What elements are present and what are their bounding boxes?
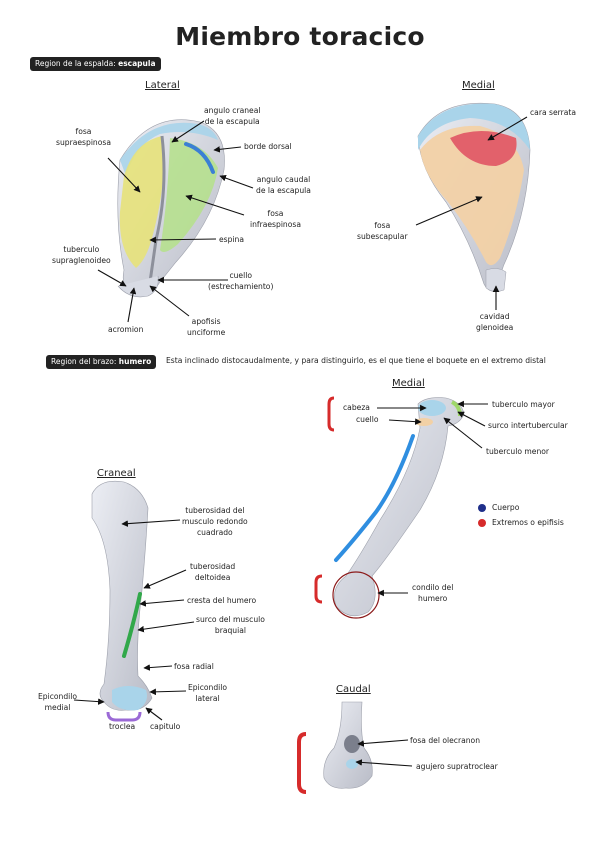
- tag-prefix: Region del brazo:: [51, 357, 117, 366]
- label-troclea: troclea: [109, 722, 136, 731]
- arrow-angulo-caudal: [219, 174, 254, 189]
- arrow-epic-lateral: [149, 688, 187, 696]
- arrow-cuello-hum: [388, 418, 422, 425]
- arrow-agujero: [355, 759, 413, 767]
- arrow-borde-dorsal: [213, 146, 242, 153]
- arrow-tuberculo: [97, 269, 127, 287]
- label-fosa-radial: fosa radial: [174, 662, 214, 671]
- arrow-acromion: [127, 287, 137, 323]
- humerus-craneal-illustration: [91, 480, 153, 722]
- legend-dot-icon: [478, 503, 486, 512]
- arrow-espina: [149, 236, 217, 244]
- arrow-capitulo: [145, 707, 163, 721]
- arrow-tuberosidad-redondo: [121, 519, 181, 527]
- label-acromion: acromion: [108, 325, 144, 334]
- humerus-caudal-illustration: [297, 701, 373, 794]
- arrow-cresta: [139, 599, 185, 607]
- arrow-fosa-sub: [415, 196, 483, 226]
- label-tuberculo-mayor: tuberculo mayor: [492, 400, 555, 409]
- caudal-arrows: [355, 739, 413, 767]
- arrow-epic-medial: [73, 698, 105, 705]
- arrow-fosa-olecranon: [357, 739, 409, 747]
- scapula-medial-illustration: [417, 102, 531, 292]
- label-capitulo: capitulo: [150, 722, 181, 731]
- label-tuberculo-menor: tuberculo menor: [486, 447, 550, 456]
- label-cuello-humero: cuello: [356, 415, 379, 424]
- arrow-fosa-infra: [185, 194, 245, 216]
- section-medial-humerus: Medial: [392, 378, 425, 389]
- section-medial-scapula: Medial: [462, 80, 495, 91]
- medial-humerus-arrows: [377, 400, 488, 597]
- legend-dot-icon: [478, 518, 486, 527]
- label-agujero-supratroclear: agujero supratroclear: [416, 762, 498, 771]
- tag-prefix: Region de la espalda:: [35, 59, 116, 68]
- medial-scapula-arrows: [415, 116, 528, 310]
- label-cara-serrata: cara serrata: [530, 108, 577, 117]
- humerus-note: Esta inclinado distocaudalmente, y para …: [166, 356, 546, 365]
- label-espina: espina: [219, 235, 245, 244]
- label-surco-intertubercular: surco intertubercular: [488, 421, 568, 430]
- tag-bold: escapula: [118, 59, 156, 68]
- arrow-surco-braquial: [137, 621, 195, 633]
- craneal-arrows: [73, 519, 195, 721]
- arrow-apofisis: [149, 285, 190, 317]
- page-title: Miembro toracico: [175, 22, 425, 51]
- arrow-angulo-craneal: [171, 120, 205, 143]
- label-cabeza: cabeza: [343, 403, 370, 412]
- arrow-fosa-supra: [107, 157, 141, 193]
- scapula-region-tag: Region de la espalda: escapula: [30, 57, 161, 71]
- legend-item-cuerpo: Cuerpo: [478, 503, 519, 512]
- label-cresta-humero: cresta del humero: [187, 596, 257, 605]
- lateral-arrows: [97, 120, 254, 323]
- section-caudal: Caudal: [336, 684, 371, 695]
- label-cuello-escapula: cuello(estrechamiento): [208, 271, 274, 291]
- scapula-lateral-illustration: [117, 119, 225, 298]
- tag-bold: humero: [118, 357, 152, 366]
- arrow-tuberculo-menor: [443, 417, 483, 449]
- arrow-tuberosidad-deltoidea: [143, 569, 187, 589]
- section-lateral: Lateral: [145, 80, 180, 91]
- section-craneal: Craneal: [97, 468, 136, 479]
- arrow-surco: [457, 411, 486, 427]
- arrow-cara-serrata: [487, 116, 528, 141]
- arrow-fosa-radial: [143, 664, 173, 671]
- humerus-region-tag: Region del brazo: humero: [46, 355, 157, 369]
- legend-label: Cuerpo: [492, 503, 520, 512]
- legend-item-extremos: Extremos o epifisis: [478, 518, 564, 527]
- label-fosa-olecranon: fosa del olecranon: [410, 736, 481, 745]
- legend-label: Extremos o epifisis: [492, 518, 564, 527]
- label-borde-dorsal: borde dorsal: [244, 142, 292, 151]
